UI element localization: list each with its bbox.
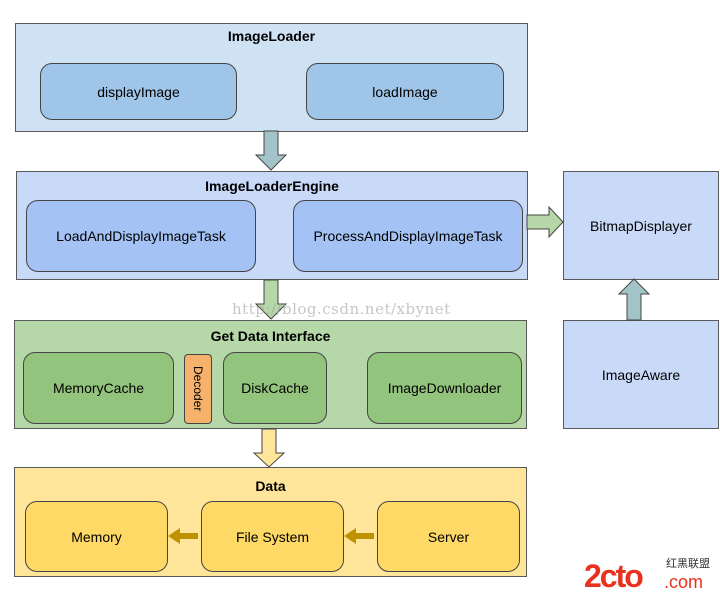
watermark: http://blog.csdn.net/xbynet [232,300,451,318]
image-loader-box: ImageLoader displayImage loadImage [15,23,528,132]
data-title: Data [255,478,286,494]
image-downloader-node: ImageDownloader [367,352,522,424]
arrow-engine-to-getdata [254,279,288,320]
display-image-node: displayImage [40,63,237,120]
logo-cn: 红黑联盟 [666,558,710,570]
image-aware-label: ImageAware [601,366,681,383]
engine-title: ImageLoaderEngine [205,178,339,194]
logo-2cto: 2cto 红黑联盟 .com [584,558,720,598]
get-data-title: Get Data Interface [210,328,331,344]
data-box: Data Memory File System Server [14,467,527,577]
image-loader-title: ImageLoader [227,28,316,44]
decoder-node: Decoder [184,354,212,424]
engine-box: ImageLoaderEngine LoadAndDisplayImageTas… [16,171,528,280]
file-system-node: File System [201,501,344,572]
load-display-task-node: LoadAndDisplayImageTask [26,200,256,272]
decoder-label: Decoder [191,366,205,412]
arrow-engine-to-bitmap-displayer [526,205,564,239]
arrow-getdata-to-data [252,428,286,468]
logo-suffix: .com [664,572,704,592]
get-data-box: Get Data Interface MemoryCache Decoder D… [14,320,527,429]
arrow-filesystem-to-memory [168,528,198,544]
arrow-loader-to-engine [254,130,288,171]
load-image-node: loadImage [306,63,504,120]
bitmap-displayer-label: BitmapDisplayer [590,217,692,234]
memory-cache-node: MemoryCache [23,352,174,424]
bitmap-displayer-box: BitmapDisplayer [563,171,719,280]
process-display-task-node: ProcessAndDisplayImageTask [293,200,523,272]
arrow-image-aware-to-bitmap-displayer [617,278,651,321]
disk-cache-node: DiskCache [223,352,327,424]
logo-main: 2cto [584,558,644,594]
arrow-server-to-filesystem [344,528,374,544]
server-node: Server [377,501,520,572]
image-aware-box: ImageAware [563,320,719,429]
memory-node: Memory [25,501,168,572]
